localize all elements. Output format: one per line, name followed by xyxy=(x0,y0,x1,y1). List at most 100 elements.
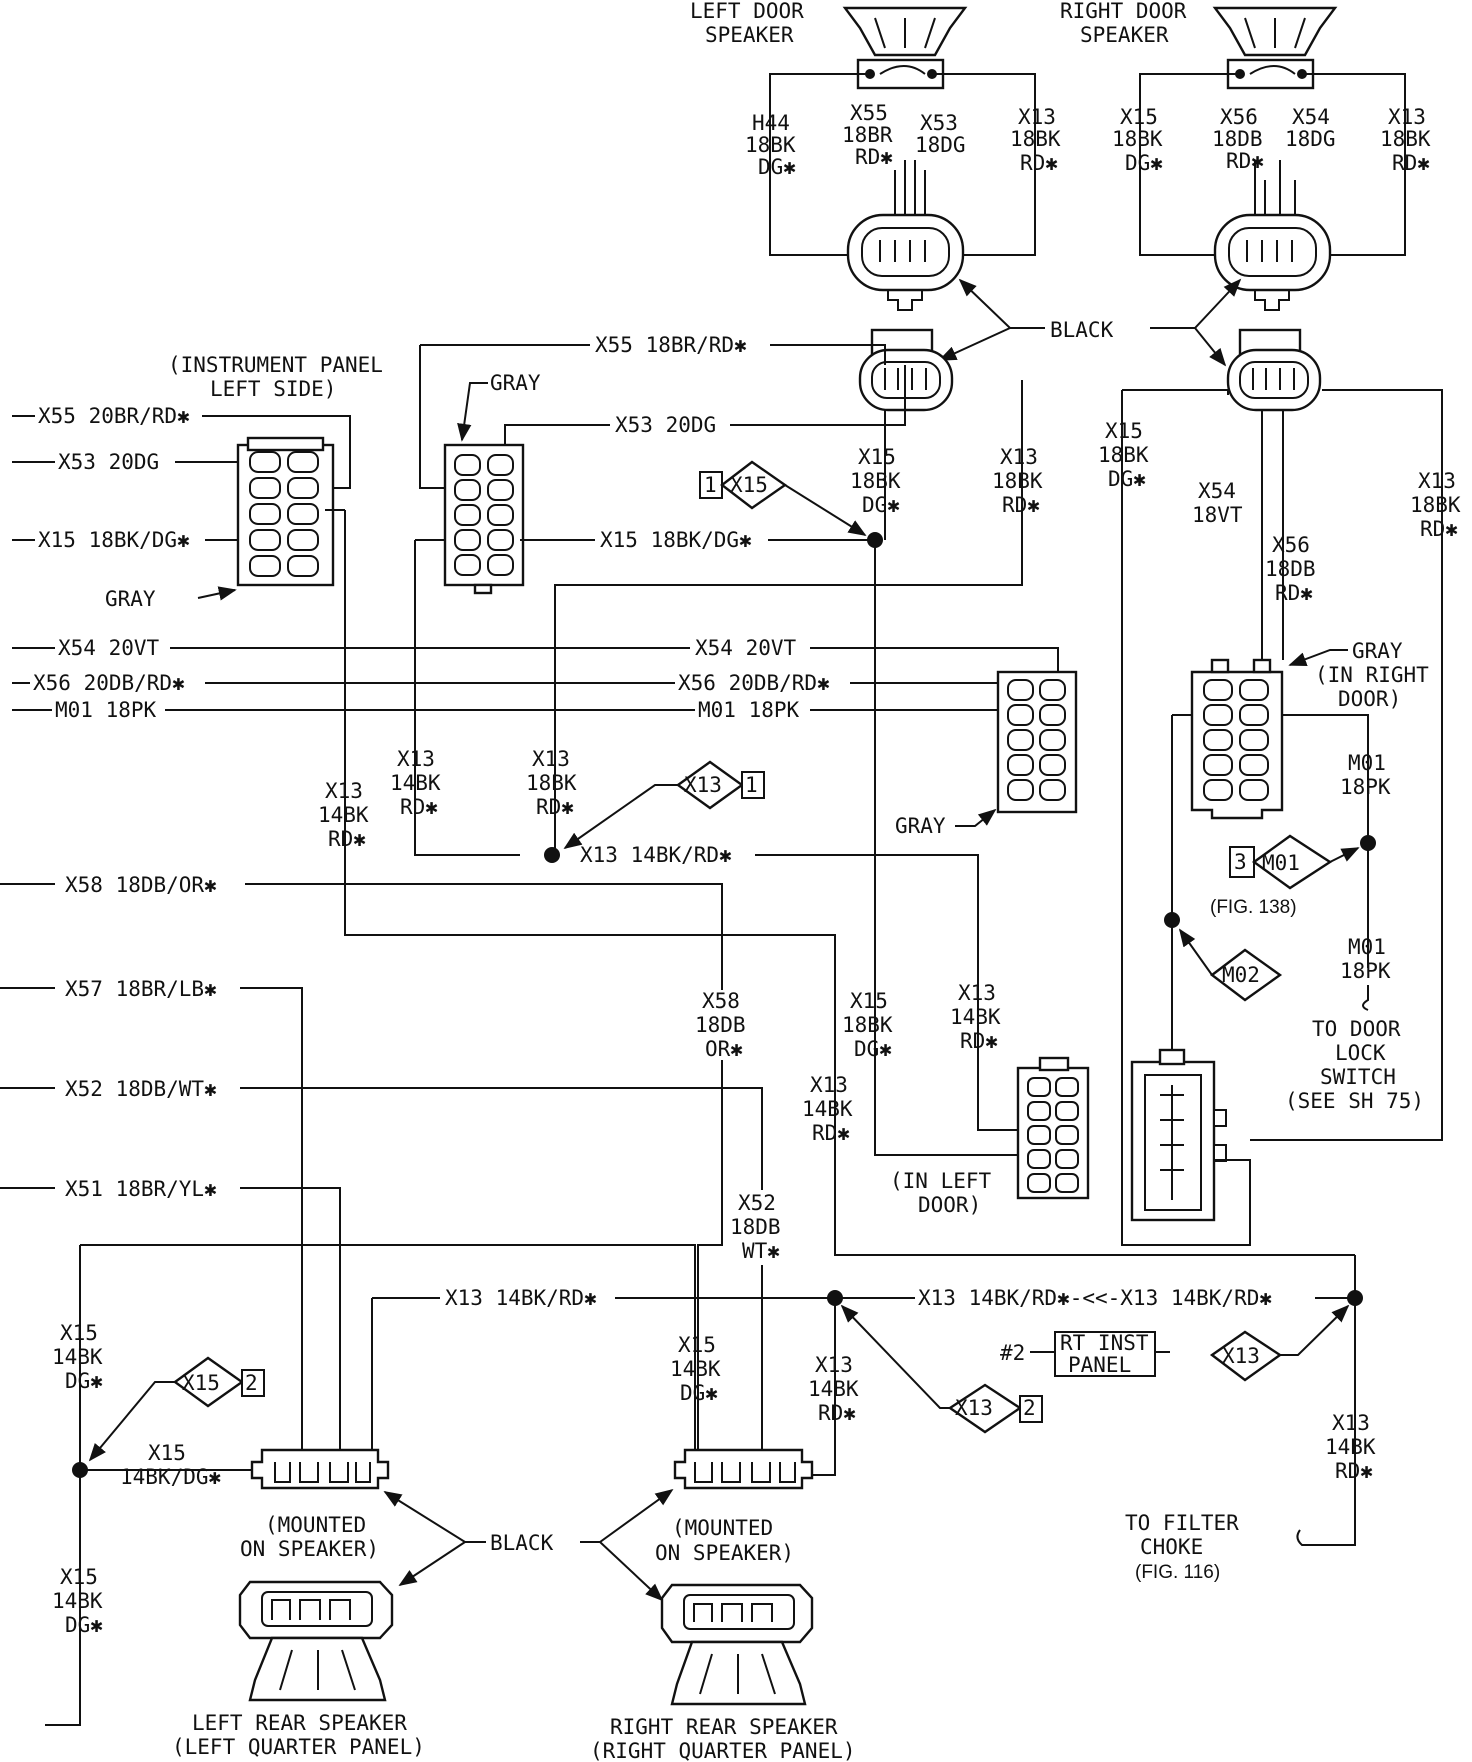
wire-label-x58-v-2: 18DB xyxy=(695,1013,746,1037)
label-gray-rd: GRAY xyxy=(1352,639,1403,663)
rt-inst-panel-box xyxy=(1054,1331,1156,1377)
label-fig-138: (FIG. 138) xyxy=(1210,897,1297,918)
wire-label-x53-top-2: 18DG xyxy=(915,133,966,157)
left-door-speaker-label-1: LEFT DOOR xyxy=(690,0,804,23)
wire-label-x15-rr-2: 14BK xyxy=(670,1357,721,1381)
wire-label-x13-bus-1: X13 14BK/RD✱ xyxy=(445,1286,597,1310)
wire-label-x15-rs-2: 18BK xyxy=(1098,443,1149,467)
left-door-speaker xyxy=(842,6,968,90)
wire-label-m01-left: M01 18PK xyxy=(55,698,157,722)
wire-label-x13-ld-1: X13 xyxy=(1018,105,1056,129)
wire-label-x56-rs-1: X56 xyxy=(1272,533,1310,557)
label-left-rear-2: (LEFT QUARTER PANEL) xyxy=(172,1735,425,1759)
wire-label-x13-lcl-3: RD✱ xyxy=(812,1121,850,1145)
label-mounted-l-2: ON SPEAKER) xyxy=(240,1537,379,1561)
wire-label-x13-rd-2: 18BK xyxy=(1380,127,1431,151)
wire-label-x15-ldc-3: DG✱ xyxy=(862,493,900,517)
wire-label-x13-14bk-c-1: X13 xyxy=(325,779,363,803)
wire-label-x13-lcr-1: X13 xyxy=(958,981,996,1005)
label-in-left-door-2: DOOR) xyxy=(918,1193,981,1217)
right-door-gray-connector xyxy=(1190,658,1284,820)
wire-label-x56-top-2: 18DB xyxy=(1212,127,1263,151)
label-left-rear-1: LEFT REAR SPEAKER xyxy=(192,1711,407,1735)
label-black-bottom: BLACK xyxy=(490,1531,554,1555)
wire-label-x15-lc-1: X15 xyxy=(850,989,888,1013)
wire-label-x54-top-1: X54 xyxy=(1292,105,1330,129)
label-gray-ip: GRAY xyxy=(105,587,156,611)
wire-label-x56-20db-left: X56 20DB/RD✱ xyxy=(33,671,185,695)
label-instrument-panel-1: (INSTRUMENT PANEL xyxy=(168,353,383,377)
left-door-connector-upper xyxy=(846,213,965,311)
in-left-door-connector xyxy=(1016,1056,1090,1200)
door-lock-switch-connector xyxy=(1130,1048,1227,1222)
wire-label-x13-18bk-b-1: X13 xyxy=(532,747,570,771)
wire-label-x13-lcr-3: RD✱ xyxy=(960,1029,998,1053)
wire-label-x15-ldc-2: 18BK xyxy=(850,469,901,493)
right-door-speaker-label-1: RIGHT DOOR xyxy=(1060,0,1187,23)
right-rear-speaker-plug xyxy=(673,1448,814,1490)
label-rt-inst-panel-num: #2 xyxy=(1000,1341,1025,1365)
label-mounted-r-2: ON SPEAKER) xyxy=(655,1541,794,1565)
ref-x15-1-label: X15 xyxy=(730,473,768,497)
wire-label-x13-lr-2: 14BK xyxy=(808,1377,859,1401)
wire-label-x13-lr-1: X13 xyxy=(815,1353,853,1377)
label-to-filter-choke-2: CHOKE xyxy=(1140,1535,1203,1559)
wire-label-h44-2: 18BK xyxy=(745,133,796,157)
wire-label-x13-ld-2: 18BK xyxy=(1010,127,1061,151)
wire-label-x15-ll-2: 14BK xyxy=(52,1345,103,1369)
wire-label-x15-ll-5: 14BK xyxy=(52,1589,103,1613)
label-to-door-lock-3: SWITCH xyxy=(1320,1065,1396,1089)
wire-label-x15-lc-2: 18BK xyxy=(842,1013,893,1037)
wire-label-x54-rs-1: X54 xyxy=(1198,479,1236,503)
wire-label-x13-fr-2: 18BK xyxy=(1410,493,1461,517)
wire-label-x15-rs-1: X15 xyxy=(1105,419,1143,443)
wire-label-x15-rd-1: X15 xyxy=(1120,105,1158,129)
label-in-right-door-1: (IN RIGHT xyxy=(1315,663,1429,687)
wire-label-x15-rd-3: DG✱ xyxy=(1125,151,1163,175)
wire-label-x15-rs-3: DG✱ xyxy=(1108,467,1146,491)
wire-label-x53-20dg-center: X53 20DG xyxy=(615,413,716,437)
wire-label-x58-left: X58 18DB/OR✱ xyxy=(65,873,217,897)
wire-label-x56-top-1: X56 xyxy=(1220,105,1258,129)
center-gray-connector xyxy=(443,443,525,595)
wire-label-x57-left: X57 18BR/LB✱ xyxy=(65,977,217,1001)
wire-label-x53-top-1: X53 xyxy=(920,111,958,135)
wire-label-x56-20db-right: X56 20DB/RD✱ xyxy=(678,671,830,695)
wire-label-x55-top-1: X55 xyxy=(850,101,888,125)
wire-label-x13-bus-2: X13 14BK/RD✱-<<-X13 14BK/RD✱ xyxy=(918,1286,1272,1310)
ip-left-connector xyxy=(236,436,335,587)
wire-label-m01-right: M01 18PK xyxy=(698,698,800,722)
right-rear-speaker xyxy=(660,1583,814,1706)
wire-label-x54-20vt-right: X54 20VT xyxy=(695,636,797,660)
ref-x13-1-label: X13 xyxy=(684,773,722,797)
left-rear-speaker-plug xyxy=(250,1448,390,1490)
ref-x15-2-num: 2 xyxy=(245,1371,258,1395)
wire-label-x58-v-3: OR✱ xyxy=(705,1037,743,1061)
wire-label-x13-fr-low-1: X13 xyxy=(1332,1411,1370,1435)
wire-label-x13-fr-low-2: 14BK xyxy=(1325,1435,1376,1459)
wire-label-x55-20br: X55 20BR/RD✱ xyxy=(38,404,190,428)
ref-x13-2-label: X13 xyxy=(955,1396,993,1420)
wire-label-m01-rs-1: M01 xyxy=(1348,751,1386,775)
ref-x15-2-label: X15 xyxy=(182,1371,220,1395)
ref-x15-1-num: 1 xyxy=(704,473,717,497)
splice-m01 xyxy=(1360,835,1376,851)
ref-x13-right-label: X13 xyxy=(1222,1344,1260,1368)
label-gray-center-right: GRAY xyxy=(895,814,946,838)
label-right-rear-1: RIGHT REAR SPEAKER xyxy=(610,1715,838,1739)
wire-label-x13-14bk-c-2: 14BK xyxy=(318,803,369,827)
label-mounted-r-1: (MOUNTED xyxy=(672,1516,773,1540)
wire-label-x13-ld-3: RD✱ xyxy=(1020,151,1058,175)
ref-x13-2-num: 2 xyxy=(1023,1396,1036,1420)
wire-label-x13-lcl-1: X13 xyxy=(810,1073,848,1097)
wire-label-x13-lcr-2: 14BK xyxy=(950,1005,1001,1029)
wire-label-x52-left: X52 18DB/WT✱ xyxy=(65,1077,217,1101)
right-door-speaker xyxy=(1212,6,1338,90)
wire-label-x15-14bk-dg-1: X15 xyxy=(148,1441,186,1465)
wire-label-x53-20dg-left: X53 20DG xyxy=(58,450,159,474)
ref-m01-3-label: M01 xyxy=(1262,851,1300,875)
wire-label-x56-rs-2: 18DB xyxy=(1265,557,1316,581)
wire-label-x15-rr-1: X15 xyxy=(678,1333,716,1357)
